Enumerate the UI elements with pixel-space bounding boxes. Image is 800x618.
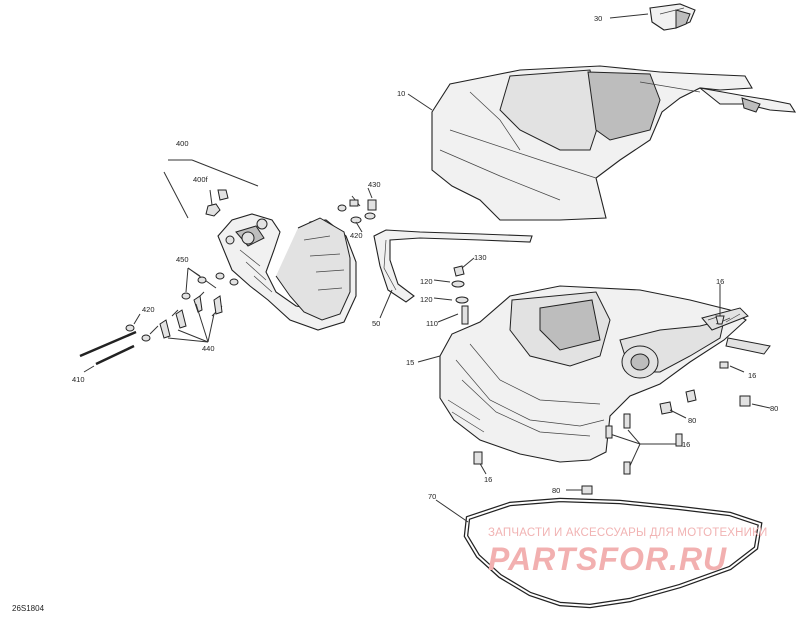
part-70-seal: [435, 497, 763, 609]
callout-50: 50: [372, 319, 380, 328]
callout-10: 10: [397, 89, 405, 98]
part-15-lower-console: [417, 285, 771, 463]
callout-400: 400: [176, 139, 189, 148]
callout-110: 110: [426, 319, 438, 328]
callout-440: 440: [202, 344, 215, 353]
callout-16-d: 16: [484, 475, 492, 484]
callout-130: 130: [474, 253, 487, 262]
callout-70: 70: [428, 492, 436, 501]
watermark: ЗАПЧАСТИ И АКСЕССУАРЫ ДЛЯ МОТОТЕХНИКИ PA…: [488, 527, 768, 577]
part-50-trim-strip: [373, 229, 533, 319]
part-80-clips: [566, 389, 771, 495]
callout-16-b: 16: [748, 371, 756, 380]
callout-410: 410: [72, 375, 85, 384]
part-450-screws: [149, 267, 239, 343]
callout-400f: 400f: [193, 175, 209, 184]
watermark-line2: PARTSFOR.RU: [488, 541, 727, 577]
callout-420-upper: 420: [350, 231, 363, 240]
part-130-120-110-hardware: [433, 257, 475, 325]
callout-80-c: 80: [552, 486, 560, 495]
part-10-upper-console: [407, 65, 797, 221]
callout-30: 30: [594, 14, 602, 23]
part-420-washers: [125, 313, 151, 342]
part-410-long-bolts: [79, 330, 137, 373]
watermark-line1: ЗАПЧАСТИ И АКСЕССУАРЫ ДЛЯ МОТОТЕХНИКИ: [488, 527, 768, 539]
part-30-clip: [609, 3, 696, 31]
callout-420-lower: 420: [142, 305, 155, 314]
callout-120-a: 120: [420, 277, 433, 286]
part-400-bracket: [163, 159, 357, 331]
callout-430: 430: [368, 180, 381, 189]
callout-labels: 30 10 400 400f 430 420 450 420 440 410 5…: [72, 14, 778, 501]
part-400f-nut: [205, 189, 229, 217]
callout-450: 450: [176, 255, 189, 264]
part-16-screws: [473, 284, 745, 475]
diagram-code: 26S1804: [12, 604, 45, 613]
callout-120-b: 120: [420, 295, 433, 304]
callout-80-b: 80: [770, 404, 778, 413]
part-430-screws: [337, 187, 377, 233]
callout-15: 15: [406, 358, 414, 367]
callout-80-a: 80: [688, 416, 696, 425]
callout-16-a: 16: [716, 277, 724, 286]
callout-16-c: 16: [682, 440, 690, 449]
